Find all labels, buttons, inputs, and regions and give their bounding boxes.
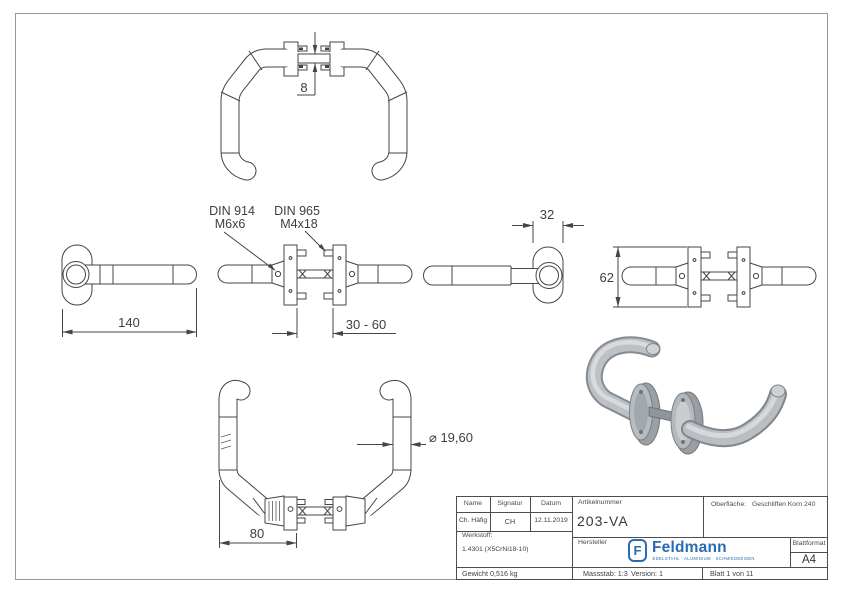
signature-value: CH (504, 517, 516, 526)
dimension-grip-projection: 80 (219, 480, 297, 548)
sheet-number-text: Blatt 1 von 11 (710, 569, 754, 578)
brand-tagline: EDELSTAHL · ALUMINIUM · SCHMIEDEEISEN (652, 556, 755, 561)
brand-name: Feldmann (652, 539, 727, 556)
signature-column-header: Signatur (497, 500, 523, 507)
view-side-left: 140 (61, 244, 197, 337)
scale-text: Massstab: 1:3 (583, 569, 628, 578)
date-column-header: Datum (540, 500, 562, 507)
article-number-label: Artikelnummer (578, 499, 622, 506)
sheet-format-label: Blattformat (792, 540, 826, 547)
din-914-label-line1: DIN 914 (209, 204, 255, 218)
version-text: Version: 1 (631, 569, 663, 578)
feldmann-logo-letter: F (633, 542, 642, 558)
surface-label: Oberfläche: (711, 501, 747, 508)
view-assembly-rear: 62 (600, 247, 807, 307)
title-block-border (456, 496, 828, 580)
dim-door-thickness-text: 30 - 60 (346, 317, 386, 332)
dimension-handle-length: 140 (62, 288, 197, 337)
article-number-value: 203-VA (577, 512, 629, 529)
dim-rosette-height-text: 62 (600, 270, 614, 285)
view-assembly-front: DIN 914 M6x6 DIN 965 M4x18 30 - 60 (209, 204, 403, 338)
material-value: 1.4301 (X5CrNi18-10) (462, 545, 529, 553)
dimension-rosette-width: 32 (512, 207, 584, 243)
dim-grip-projection-text: 80 (250, 526, 264, 541)
dim-handle-length-text: 140 (118, 315, 140, 330)
dimension-door-thickness: 30 - 60 (272, 308, 396, 338)
dimension-spindle-square: 8 (297, 32, 318, 96)
din-965-label-line2: M4x18 (280, 217, 318, 231)
din-965-label-line1: DIN 965 (274, 204, 320, 218)
dim-tube-diameter-text: ⌀ 19,60 (429, 430, 473, 445)
render-rosettes-spindle (629, 382, 704, 455)
isometric-render (585, 336, 787, 455)
sheet-format-value: A4 (801, 553, 817, 566)
dim-spindle-square-text: 8 (300, 80, 307, 95)
din-914-label-line2: M6x6 (215, 217, 246, 231)
date-value: 12.11.2019 (534, 517, 568, 524)
din-965-annotation: DIN 965 M4x18 (274, 204, 326, 252)
dimension-rosette-height: 62 (600, 246, 687, 308)
surface-value: Geschliffen Korn 240 (752, 501, 816, 508)
dimension-tube-diameter: ⌀ 19,60 (357, 430, 473, 447)
view-side-right: 32 (423, 207, 584, 304)
name-value: Ch. Häfig (458, 517, 488, 524)
drawing-border (15, 13, 828, 580)
render-left-handle (585, 336, 661, 422)
render-right-handle (681, 384, 787, 448)
dim-rosette-width-text: 32 (540, 207, 554, 222)
view-bottom: 80 ⌀ 19,60 (218, 379, 473, 548)
material-label: Werkstoff: (462, 532, 493, 539)
name-column-header: Name (463, 500, 483, 507)
weight-text: Gewicht 0,516 kg (462, 569, 518, 578)
manufacturer-label: Hersteller (578, 538, 608, 546)
view-top: 8 (220, 32, 408, 181)
feldmann-logo-icon: F (628, 538, 647, 562)
din-914-annotation: DIN 914 M6x6 (209, 204, 276, 271)
